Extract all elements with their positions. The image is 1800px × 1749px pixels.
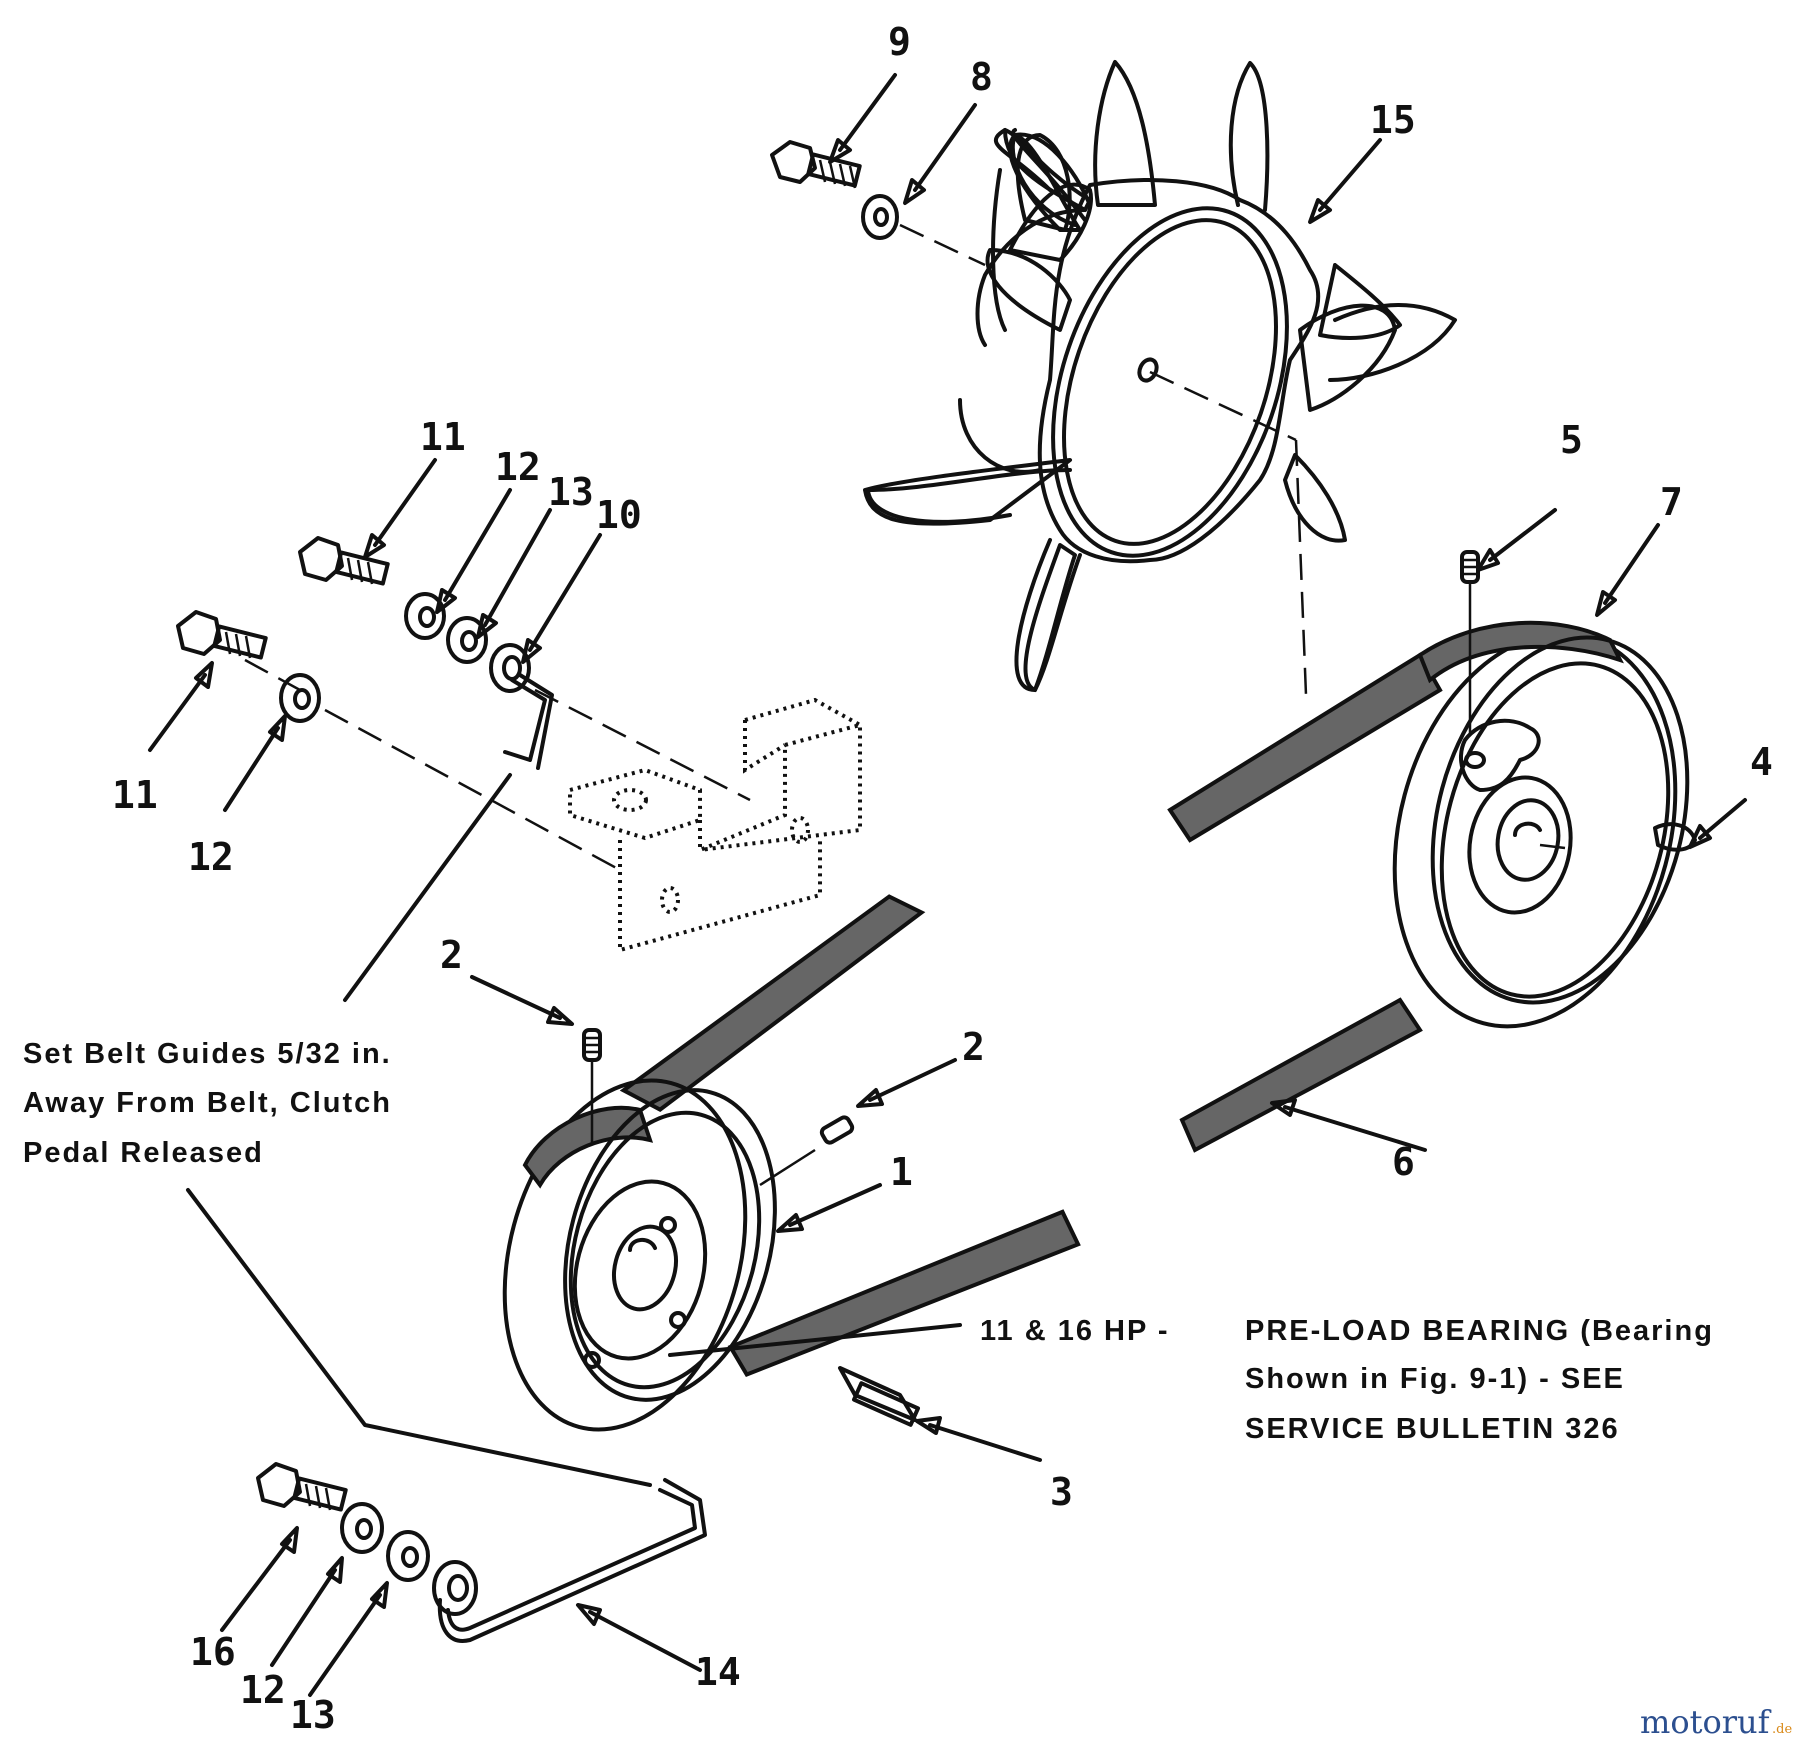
callout-12-bottom: 12 [240,1668,286,1712]
leader-lines [148,73,1747,1697]
pulley-7 [1167,620,1690,1153]
callout-numbers: 9 8 15 5 7 4 6 11 12 13 10 11 12 2 2 1 3… [112,20,1773,1737]
phantom-bracket [568,697,862,953]
callout-8: 8 [970,55,993,99]
callout-16: 16 [190,1630,236,1674]
belt-guide-10 [489,643,554,770]
pulley-1 [502,894,1081,1432]
callout-7: 7 [1660,480,1683,524]
fan-assembly [863,60,1402,692]
washer-13-upper [446,616,488,664]
callout-11-lower: 11 [112,773,158,817]
watermark-suffix: .de [1772,1722,1792,1737]
note-hp-prefix: 11 & 16 HP - [980,1315,1170,1347]
callout-13-bottom: 13 [290,1693,336,1737]
note-belt-guides: Set Belt Guides 5/32 in. Away From Belt,… [23,1038,392,1169]
callout-14: 14 [695,1650,741,1694]
callout-12-upper: 12 [495,445,541,489]
note-preload-bearing: 11 & 16 HP - PRE-LOAD BEARING (Bearing S… [980,1315,1714,1445]
callout-5: 5 [1560,418,1583,462]
set-screw-2-side [759,1115,855,1187]
washer-12-lower [279,673,321,723]
bolt-11-lower [176,610,268,660]
axis-line-guide [534,688,751,802]
callout-9: 9 [888,20,911,64]
axis-line-fan-hub [1149,370,1297,442]
callout-4: 4 [1750,740,1773,784]
watermark-brand: motoruf [1640,1703,1772,1741]
callout-3: 3 [1050,1470,1073,1514]
callout-2-side: 2 [962,1025,985,1069]
axis-line-pulley [1294,439,1308,696]
callout-6: 6 [1392,1140,1415,1184]
svg-text:Set Belt Guides 5/32 in.: Set Belt Guides 5/32 in. [23,1038,392,1070]
fan-blades [866,61,1457,692]
washer-13-bottom [386,1530,430,1582]
callout-1: 1 [890,1150,913,1194]
set-screw-2-upper [582,1028,602,1145]
watermark-logo: motoruf .de [1640,1703,1792,1741]
belt-guide-14 [432,1478,707,1643]
washer-8 [861,194,899,240]
bolt-9 [770,140,862,189]
axis-line-fan [899,223,986,267]
axis-line-washer [324,708,621,872]
svg-text:SERVICE BULLETIN 326: SERVICE BULLETIN 326 [1245,1413,1620,1445]
callout-2-upper: 2 [440,933,463,977]
axis-line-bolt [244,658,301,692]
svg-text:Shown in Fig. 9-1) - SEE: Shown in Fig. 9-1) - SEE [1245,1363,1625,1395]
svg-text:PRE-LOAD BEARING (Bearing: PRE-LOAD BEARING (Bearing [1245,1315,1714,1347]
svg-text:Away From Belt, Clutch: Away From Belt, Clutch [23,1087,392,1119]
callout-11-upper: 11 [420,415,466,459]
key-3 [838,1366,920,1427]
callout-10: 10 [596,493,642,537]
washer-12-upper [404,592,446,640]
washer-12-bottom [340,1502,384,1554]
svg-text:Pedal Released: Pedal Released [23,1137,264,1169]
callout-12-lower: 12 [188,835,234,879]
bolt-16 [256,1462,348,1512]
callout-13-upper: 13 [548,470,594,514]
callout-15: 15 [1370,98,1416,142]
